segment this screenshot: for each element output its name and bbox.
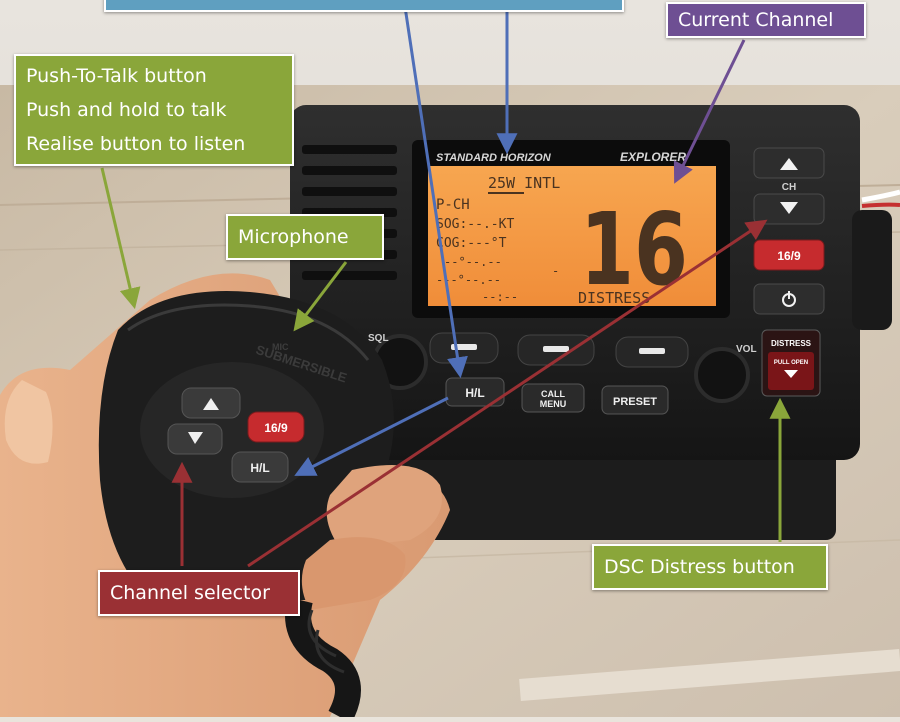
- hl-button-label: H/L: [465, 386, 484, 400]
- thumb: [4, 380, 53, 464]
- finger: [301, 537, 406, 610]
- microphone-cord: [285, 596, 361, 722]
- mic-hl-button[interactable]: H/L: [231, 451, 289, 483]
- ptt-callout: Push-To-Talk button Push and hold to tal…: [14, 54, 294, 166]
- distress-button[interactable]: DISTRESS PULL OPEN: [761, 329, 821, 397]
- arrow-to-current-channel: [673, 39, 746, 184]
- lcd-priority-channel: P-CH: [436, 197, 470, 213]
- lcd-longitude: ---°--.--: [436, 273, 501, 287]
- arrow-to-mic-hl: [294, 396, 449, 476]
- sql-label: SQL: [368, 333, 389, 344]
- arrow-to-ptt: [100, 167, 141, 310]
- paper-sheet: [519, 649, 900, 701]
- channel-down-button[interactable]: [753, 193, 825, 225]
- power-cable: [861, 202, 900, 208]
- volume-knob[interactable]: [694, 347, 750, 403]
- menu-label: MENU: [540, 399, 567, 409]
- arrow-up-icon: [780, 158, 798, 170]
- arrow-to-radio-channel-selector: [247, 219, 768, 568]
- top-callout-box: [104, 0, 624, 12]
- pull-open-label: PULL OPEN: [774, 360, 808, 366]
- side-bracket-knob: [852, 210, 892, 330]
- call-label: CALL: [541, 389, 565, 399]
- channel-selector-callout: Channel selector: [98, 570, 300, 616]
- annotation-arrows: [100, 0, 791, 568]
- current-channel-callout: Current Channel: [666, 2, 866, 38]
- soft-key[interactable]: [429, 332, 499, 364]
- vol-label: VOL: [736, 344, 757, 355]
- finger: [326, 465, 442, 548]
- lcd-sog: SOG:--.-KT: [436, 217, 514, 232]
- ptt-line-2: Push and hold to talk: [26, 99, 227, 121]
- preset-button[interactable]: PRESET: [601, 385, 669, 415]
- dual-watch-button[interactable]: 16/9: [753, 239, 825, 271]
- lcd-power-mode: 25W INTL: [488, 174, 560, 192]
- lcd-display: [428, 166, 716, 306]
- dsc-distress-text: DSC Distress button: [604, 556, 795, 578]
- lcd-status: DISTRESS: [578, 289, 650, 307]
- channel-up-button[interactable]: [753, 147, 825, 179]
- arrow-down-icon: [780, 202, 798, 214]
- mic-label: MIC: [272, 342, 289, 352]
- lcd-latitude: --°--.--: [444, 255, 502, 269]
- brand-label: STANDARD HORIZON: [436, 152, 552, 164]
- mic-channel-down-button[interactable]: [167, 423, 223, 455]
- ptt-line-1: Push-To-Talk button: [26, 65, 207, 87]
- ch-label: CH: [782, 182, 796, 193]
- arrow-to-microphone: [293, 261, 348, 332]
- model-label: EXPLORER: [620, 150, 686, 164]
- arrow-down-icon: [188, 432, 203, 444]
- ptt-line-3: Realise button to listen: [26, 133, 246, 155]
- lcd-channel-number: 16: [580, 191, 688, 308]
- mic-dual-watch-label: 16/9: [264, 421, 288, 435]
- soft-key[interactable]: [517, 334, 595, 366]
- arrow-down-icon: [784, 370, 798, 378]
- dsc-distress-callout: DSC Distress button: [592, 544, 828, 590]
- hl-button[interactable]: H/L: [445, 377, 505, 407]
- power-button[interactable]: [753, 283, 825, 315]
- power-cable: [861, 189, 900, 203]
- preset-label: PRESET: [613, 396, 657, 408]
- mic-channel-up-button[interactable]: [181, 387, 241, 419]
- arrow-up-icon: [203, 398, 219, 410]
- dual-watch-label: 16/9: [777, 249, 801, 263]
- microphone-callout: Microphone: [226, 214, 384, 260]
- mic-dual-watch-button[interactable]: 16/9: [247, 411, 305, 443]
- current-channel-text: Current Channel: [678, 9, 834, 31]
- arrow-to-hl-button: [402, 0, 468, 379]
- microphone-text: Microphone: [238, 226, 349, 248]
- lcd-cog: COG:---°T: [436, 236, 507, 251]
- call-menu-button[interactable]: CALL MENU: [521, 383, 585, 413]
- lcd-time: --:--: [482, 290, 518, 304]
- channel-selector-text: Channel selector: [110, 582, 270, 604]
- soft-key[interactable]: [615, 336, 689, 368]
- lcd-dash: -: [552, 264, 559, 278]
- mic-hl-label: H/L: [250, 461, 269, 475]
- distress-label: DISTRESS: [771, 339, 812, 348]
